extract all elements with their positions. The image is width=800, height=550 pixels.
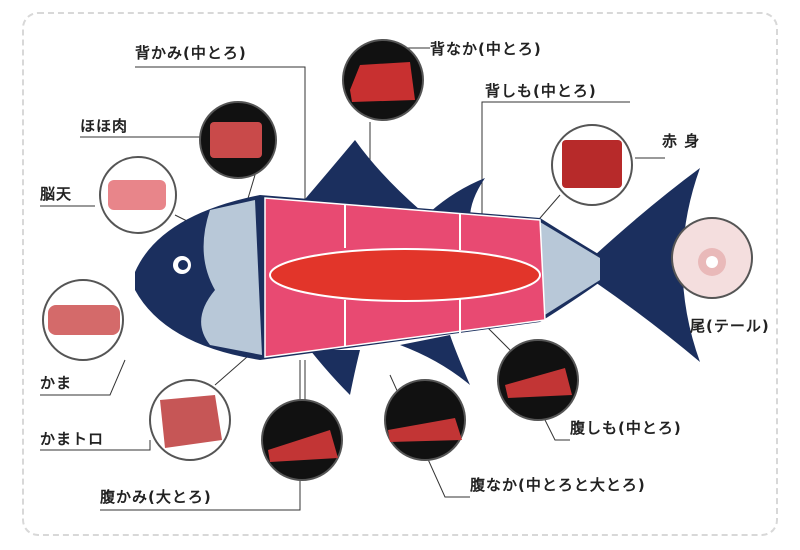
- photo-senaka: [342, 39, 424, 121]
- label-senaka: 背なか(中とろ): [430, 40, 542, 58]
- photo-kama: [42, 279, 124, 361]
- label-hohoniku: ほほ肉: [80, 117, 129, 135]
- diagram-border: [22, 12, 778, 536]
- label-kama: かま: [40, 374, 73, 392]
- photo-akami: [551, 124, 633, 206]
- label-sekami: 背かみ(中とろ): [135, 44, 247, 62]
- label-haranaka: 腹なか(中とろと大とろ): [470, 476, 646, 494]
- photo-circles: [42, 39, 753, 481]
- photo-nouten: [99, 156, 177, 234]
- photo-hohoniku: [199, 101, 277, 179]
- label-kamatoro: かまトロ: [40, 430, 105, 448]
- photo-kamatoro: [149, 379, 231, 461]
- photo-harashimo: [497, 339, 579, 421]
- label-harakami: 腹かみ(大とろ): [100, 488, 212, 506]
- label-seshimo: 背しも(中とろ): [485, 82, 597, 100]
- tail-joint: [540, 222, 600, 318]
- akami-center: [269, 248, 541, 302]
- label-akami: 赤 身: [662, 132, 701, 150]
- photo-haranaka: [384, 379, 466, 461]
- fins: [300, 140, 700, 395]
- head-region: [201, 200, 262, 355]
- label-nouten: 脳天: [40, 185, 73, 203]
- photo-o: [671, 217, 753, 299]
- label-harashimo: 腹しも(中とろ): [570, 419, 682, 437]
- photo-harakami: [261, 399, 343, 481]
- section-dividers: [344, 204, 461, 346]
- label-o: 尾(テール): [690, 317, 770, 335]
